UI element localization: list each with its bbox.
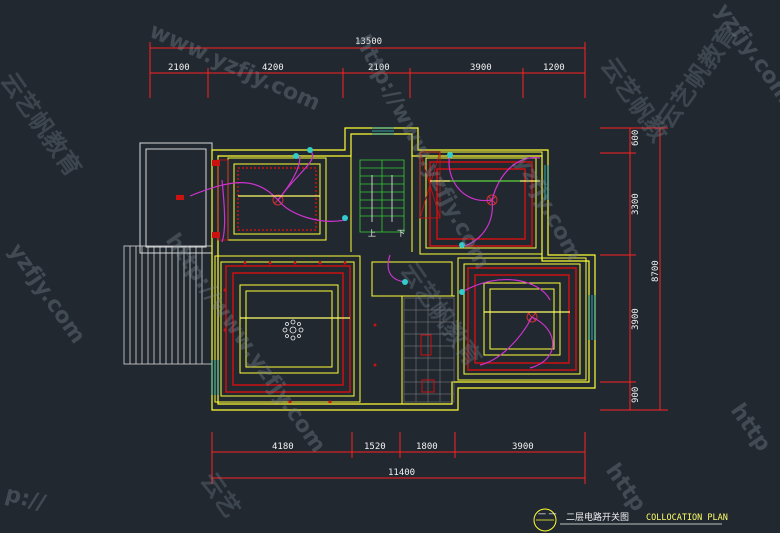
outer-walls xyxy=(211,127,596,411)
bottom-dim-1: 4180 xyxy=(272,442,294,452)
top-dim-1: 2100 xyxy=(168,63,190,73)
right-dim-4: 900 xyxy=(631,387,641,403)
watermark-cn-2: 云艺帆教育 xyxy=(652,19,744,133)
closets xyxy=(217,151,441,241)
bottom-dim-3: 1800 xyxy=(416,442,438,452)
staircase xyxy=(359,159,405,233)
switches xyxy=(293,147,465,295)
windows xyxy=(211,165,596,395)
title-cn: 二层电路开关图 xyxy=(566,511,629,523)
bathroom-tiles xyxy=(403,297,455,403)
title-en: COLLOCATION PLAN xyxy=(646,513,728,523)
watermark-url-5: yzfjy.com xyxy=(3,239,90,348)
right-dim-2: 3300 xyxy=(631,193,641,215)
bottom-total-dim: 11400 xyxy=(388,468,415,478)
top-dimension xyxy=(149,42,586,98)
title-block: 一 一 xyxy=(533,508,722,532)
red-markers xyxy=(176,160,220,238)
right-dim-3: 3900 xyxy=(631,308,641,330)
top-dim-2: 4200 xyxy=(262,63,284,73)
watermark-url-9: p:// xyxy=(2,482,49,517)
stair-arrows xyxy=(371,175,393,222)
chandelier xyxy=(282,319,304,341)
toilet-fixture xyxy=(421,379,435,393)
top-dim-5: 1200 xyxy=(543,63,565,73)
bottom-dim-2: 1520 xyxy=(364,442,386,452)
downlights xyxy=(223,261,377,404)
window-top-stair xyxy=(372,127,394,135)
circuit-lines xyxy=(189,149,554,369)
right-dim-1: 600 xyxy=(631,130,641,146)
light-strips xyxy=(238,180,570,319)
title-badge: 一 一 xyxy=(538,510,557,519)
stair-up-label: 上 xyxy=(368,229,376,238)
watermark-cn-4: 云艺帆教育 xyxy=(395,257,487,371)
watermark-cn-5: 云艺 xyxy=(195,467,245,522)
watermark-url-7: http xyxy=(725,399,776,456)
top-dim-3: 2100 xyxy=(368,63,390,73)
bottom-dimension xyxy=(211,432,586,484)
watermark-cn-1: 云艺帆教育 xyxy=(0,67,87,181)
bathroom-fixture xyxy=(420,334,432,356)
inner-ceiling-yellow xyxy=(239,282,561,374)
right-total-dim: 8700 xyxy=(651,260,661,282)
right-dimension xyxy=(600,127,668,411)
stair-down-label: 下 xyxy=(397,229,405,238)
bottom-dim-4: 3900 xyxy=(512,442,534,452)
top-total-dim: 13500 xyxy=(355,37,382,47)
top-dim-4: 3900 xyxy=(470,63,492,73)
watermark-url-6: http xyxy=(600,459,651,516)
